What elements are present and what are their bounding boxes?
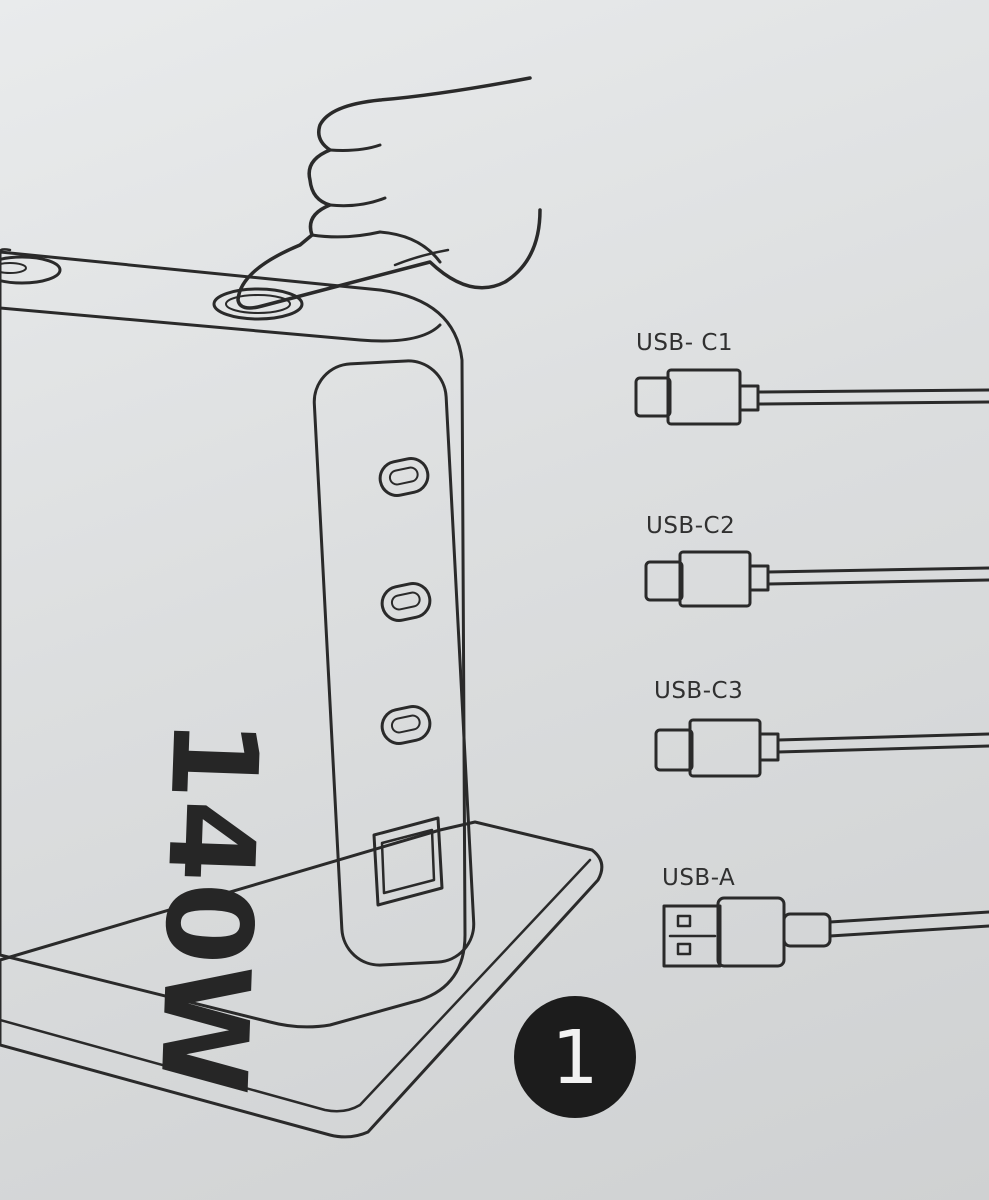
hand-illustration bbox=[236, 76, 542, 310]
cable-label-usb-c2: USB-C2 bbox=[646, 513, 735, 539]
step-number: 1 bbox=[551, 1015, 598, 1101]
step-number-badge: 1 bbox=[514, 996, 636, 1118]
cable-label-usb-c3: USB-C3 bbox=[654, 678, 743, 704]
charger-port-usb-c1 bbox=[378, 457, 430, 497]
cable-usb-c3 bbox=[654, 718, 989, 778]
top-indicator bbox=[0, 255, 62, 285]
cable-usb-c1 bbox=[634, 368, 989, 426]
charger-port-usb-c2 bbox=[380, 582, 432, 622]
charger-port-usb-c3 bbox=[380, 705, 432, 745]
brand-label: 140W bbox=[133, 716, 284, 1097]
charger-body bbox=[0, 248, 476, 1029]
charger-port-usb-a bbox=[372, 816, 444, 907]
power-button bbox=[212, 287, 304, 321]
charger-base-stand bbox=[0, 820, 604, 1139]
cable-label-usb-a: USB-A bbox=[662, 865, 735, 891]
cable-usb-c2 bbox=[644, 550, 989, 608]
cable-usb-a bbox=[662, 896, 989, 968]
cable-label-usb-c1: USB- C1 bbox=[636, 330, 733, 356]
